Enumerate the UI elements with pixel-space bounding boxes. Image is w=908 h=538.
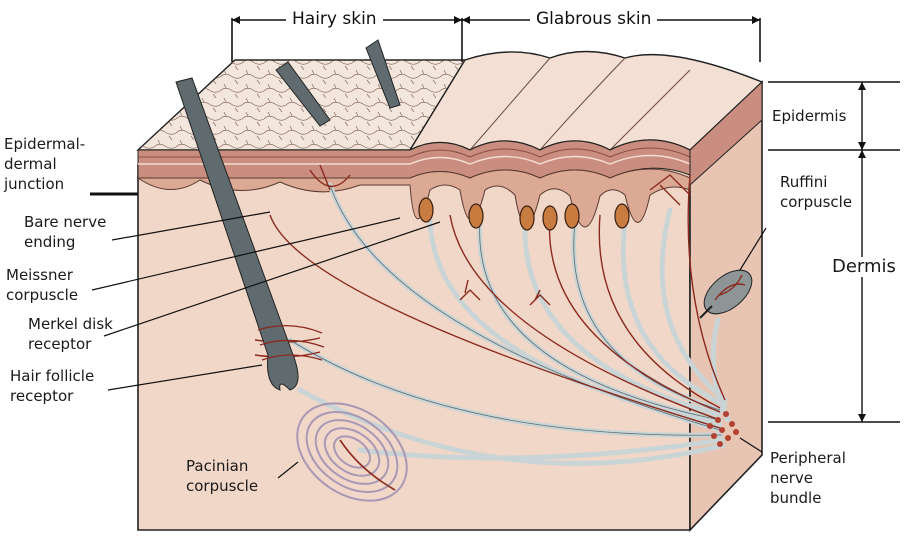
epidermis-label: Epidermis [772,106,846,126]
dermis-label: Dermis [830,257,898,277]
epidermal-dermal-junction-label: Epidermal- dermal junction [4,134,85,194]
hairy-skin-label: Hairy skin [286,8,383,30]
ruffini-corpuscle-label: Ruffini corpuscle [780,172,852,212]
meissner-corpuscle-label: Meissner corpuscle [6,265,78,305]
bare-nerve-ending-label: Bare nerve ending [24,212,106,252]
pacinian-corpuscle-label: Pacinian corpuscle [186,456,258,496]
glabrous-skin-label: Glabrous skin [530,8,657,30]
peripheral-nerve-bundle-label: Peripheral nerve bundle [770,448,846,508]
hair-follicle-receptor-label: Hair follicle receptor [10,366,94,406]
layer-brackets [768,82,900,422]
merkel-disk-receptor-label: Merkel disk receptor [28,314,113,354]
